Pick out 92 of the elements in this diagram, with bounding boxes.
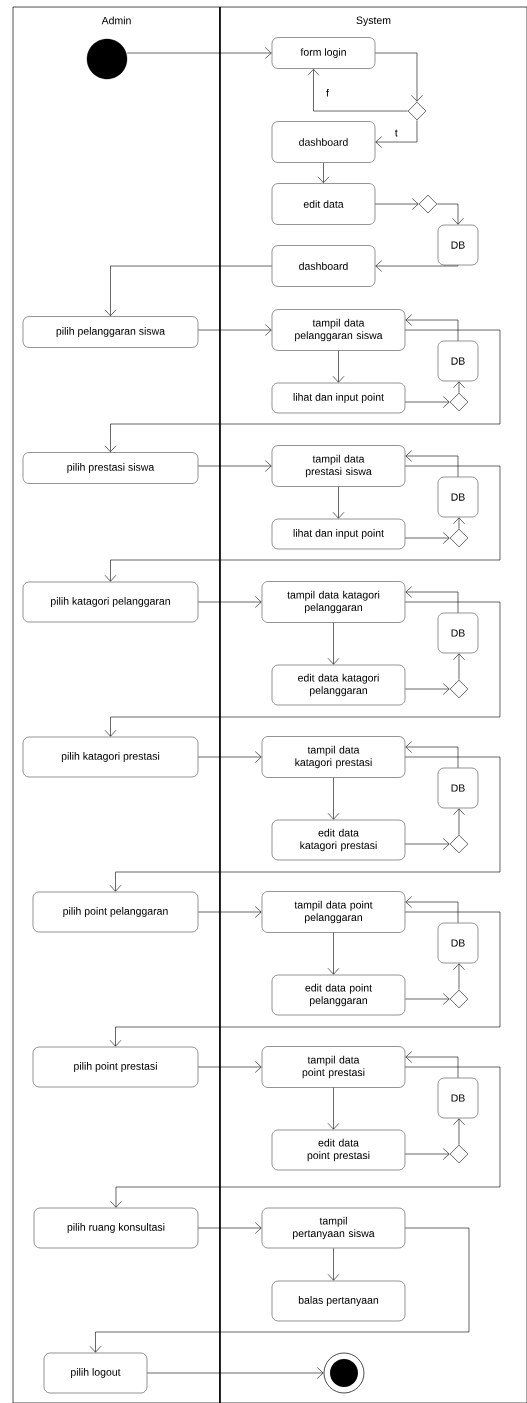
decision-diamond xyxy=(449,528,469,548)
db-box: DB xyxy=(437,612,479,654)
arrow xyxy=(332,486,345,519)
action-box: pilih pelanggaran siswa xyxy=(22,316,199,348)
action-box: tampil data katagori prestasi xyxy=(261,736,406,778)
arrow xyxy=(198,460,272,472)
action-box: form login xyxy=(271,37,376,69)
arrow xyxy=(405,683,450,695)
arrow xyxy=(307,68,408,112)
db-box: DB xyxy=(437,1077,479,1119)
action-box: tampil data point pelanggaran xyxy=(261,891,406,933)
action-box: edit data point prestasi xyxy=(271,1129,406,1171)
arrow xyxy=(109,756,501,892)
arrow xyxy=(405,314,459,342)
action-box: balas pertanyaan xyxy=(271,1280,406,1322)
end-node xyxy=(323,1352,365,1394)
action-box: tampil data point prestasi xyxy=(261,1046,406,1088)
action-box: edit data katagori pelanggaran xyxy=(271,664,406,706)
edge-label: t xyxy=(393,128,399,138)
arrow xyxy=(453,653,465,680)
arrow xyxy=(405,450,459,477)
db-box: DB xyxy=(437,340,479,382)
arrow xyxy=(104,265,272,317)
action-box: edit data point pelanggaran xyxy=(271,974,406,1016)
db-box: DB xyxy=(437,224,479,266)
arrow xyxy=(198,906,262,918)
arrow xyxy=(405,1148,450,1160)
action-box: edit data xyxy=(271,183,376,225)
action-box: lihat dan input point xyxy=(271,518,406,550)
arrow xyxy=(405,741,459,768)
action-box: pilih point pelanggaran xyxy=(32,891,199,933)
arrow xyxy=(198,596,262,608)
arrow xyxy=(104,329,501,453)
arrow xyxy=(405,993,450,1005)
decision-diamond xyxy=(449,1144,469,1164)
arrow xyxy=(198,751,262,763)
arrow xyxy=(453,1118,465,1145)
arrow xyxy=(126,47,272,59)
decision-diamond xyxy=(418,194,438,214)
action-box: tampil data prestasi siswa xyxy=(271,445,406,487)
arrow xyxy=(375,52,423,102)
arrow xyxy=(405,396,450,408)
arrow xyxy=(375,260,459,272)
arrow xyxy=(317,162,330,184)
arrow xyxy=(327,1087,340,1130)
arrow xyxy=(147,1367,324,1379)
arrow xyxy=(332,350,345,383)
decision-diamond xyxy=(449,392,469,412)
arrow xyxy=(405,586,459,613)
db-box: DB xyxy=(437,767,479,809)
action-box: pilih prestasi siswa xyxy=(22,452,199,484)
action-box: dashboard xyxy=(271,245,376,287)
arrow xyxy=(327,622,340,665)
decision-diamond xyxy=(449,679,469,699)
arrow xyxy=(198,1222,262,1234)
action-box: pilih katagori prestasi xyxy=(22,736,199,778)
action-box: tampil data katagori pelanggaran xyxy=(261,581,406,623)
arrow xyxy=(437,203,464,225)
action-box: lihat dan input point xyxy=(271,382,406,414)
arrow xyxy=(405,896,459,923)
arrow xyxy=(327,932,340,975)
edge-label: f xyxy=(325,88,330,98)
arrow xyxy=(375,120,418,148)
arrow xyxy=(110,1066,501,1208)
arrow xyxy=(327,777,340,820)
action-box: pilih point prestasi xyxy=(32,1046,199,1088)
arrow xyxy=(89,1227,470,1353)
arrow xyxy=(405,838,450,850)
action-box: pilih ruang konsultasi xyxy=(33,1207,199,1249)
arrow xyxy=(327,1248,340,1281)
arrow xyxy=(104,601,501,737)
arrow xyxy=(109,911,501,1047)
decision-diamond xyxy=(407,101,427,121)
decision-diamond xyxy=(449,834,469,854)
arrow xyxy=(198,324,272,336)
action-box: dashboard xyxy=(271,121,376,163)
arrow xyxy=(104,465,501,582)
db-box: DB xyxy=(437,922,479,964)
arrow xyxy=(453,808,465,835)
decision-diamond xyxy=(449,989,469,1009)
start-node xyxy=(86,38,128,80)
arrow xyxy=(198,1061,262,1073)
action-box: edit data katagori prestasi xyxy=(271,819,406,861)
action-box: pilih logout xyxy=(43,1352,148,1394)
action-box: pilih katagori pelanggaran xyxy=(22,581,199,623)
arrow xyxy=(405,1051,459,1078)
action-box: tampil pertanyaan siswa xyxy=(261,1207,406,1249)
action-box: tampil data pelanggaran siswa xyxy=(271,309,406,351)
arrow xyxy=(453,963,465,990)
db-box: DB xyxy=(437,476,479,518)
arrow xyxy=(405,532,450,544)
arrow xyxy=(375,198,419,210)
